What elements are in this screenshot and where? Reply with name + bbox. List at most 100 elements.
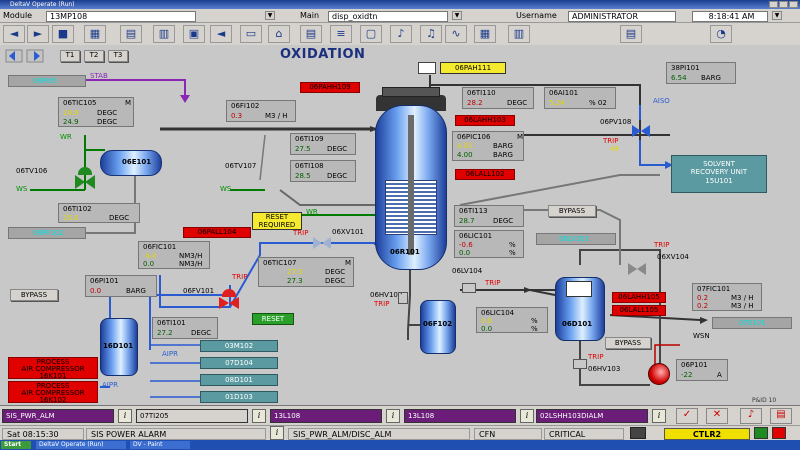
fic07-101-faceplate[interactable]: 07FIC101 0.2 M3 / H 0.2 M3 / H <box>692 283 762 311</box>
reset-button[interactable]: RESET <box>252 313 294 325</box>
pf102-box[interactable]: 06PF102 <box>8 227 86 239</box>
alarm-2[interactable]: 07TI205 <box>136 409 248 423</box>
tic105-faceplate[interactable]: 06TIC105 M 24.9 DEGC 24.9 DEGC <box>58 97 134 127</box>
lv101-box[interactable]: 06LV101 <box>536 233 616 245</box>
xv104-valve-icon[interactable] <box>628 263 637 275</box>
link-03m102[interactable]: 03M102 <box>200 340 278 352</box>
minimize-button[interactable] <box>769 1 778 8</box>
pv108-valve-icon[interactable] <box>632 125 641 137</box>
fv101-valve-icon[interactable] <box>219 297 229 309</box>
workstation-icon[interactable] <box>630 427 646 439</box>
faceplate-icon[interactable]: ▤ <box>300 25 322 43</box>
lic101-faceplate[interactable]: 06LIC101 -0.6 % 0.0 % <box>454 230 524 258</box>
ti102-faceplate[interactable]: 06TI102 25.0 DEGC <box>58 203 140 223</box>
home-icon[interactable]: ⌂ <box>268 25 290 43</box>
stop-icon[interactable]: ■ <box>52 25 74 43</box>
ti113-faceplate[interactable]: 06TI113 28.7 DEGC <box>454 205 524 227</box>
link-07d104[interactable]: 07D104 <box>200 357 278 369</box>
pic106-faceplate[interactable]: 06PIC106 M 4.01 BARG 4.00 BARG <box>452 131 524 161</box>
events-icon[interactable]: ▢ <box>360 25 382 43</box>
alarm-1-info-icon[interactable]: i <box>118 409 132 423</box>
alarm-banner-icon[interactable]: ▦ <box>84 25 106 43</box>
bypass-button-1[interactable]: BYPASS <box>548 205 596 217</box>
print-screen-icon[interactable]: ▤ <box>620 25 642 43</box>
status-info-icon[interactable]: i <box>270 426 284 440</box>
p101-faceplate[interactable]: 06P101 -22 A <box>676 359 728 381</box>
alarm-3[interactable]: 13L108 <box>270 409 382 423</box>
pahh109-alarm[interactable]: 06PAHH109 <box>300 82 360 93</box>
alarm-3-info-icon[interactable]: i <box>386 409 400 423</box>
r101-agitator-icon[interactable] <box>382 87 440 97</box>
pi05-box[interactable]: 06PI05 <box>8 75 86 87</box>
silence-horn-icon[interactable]: ✕ <box>706 408 728 424</box>
alarm-5-info-icon[interactable]: i <box>652 409 666 423</box>
horn-icon[interactable]: ♫ <box>420 25 442 43</box>
alarm-1[interactable]: SIS_PWR_ALM <box>2 409 114 423</box>
alarm-5[interactable]: 02LSHH103DIALM <box>536 409 648 423</box>
maximize-button[interactable] <box>779 1 788 8</box>
back-icon[interactable]: ◄ <box>3 25 25 43</box>
detail-icon[interactable]: ≡ <box>330 25 352 43</box>
module-list-icon[interactable]: ▤ <box>120 25 142 43</box>
d16-101-vessel[interactable] <box>100 318 138 376</box>
lahh103-alarm[interactable]: 06LAHH103 <box>455 115 515 126</box>
alarm-summary-icon[interactable]: ▤ <box>770 408 792 424</box>
display-dropdown-icon[interactable]: ▼ <box>452 11 462 20</box>
bypass-button-2[interactable]: BYPASS <box>10 289 58 301</box>
fi102-faceplate[interactable]: 06FI102 0.3 M3 / H <box>226 100 296 122</box>
forward-icon[interactable]: ► <box>27 25 49 43</box>
ai101-faceplate[interactable]: 06AI101 5.24 % 02 <box>544 87 616 109</box>
lall105-alarm[interactable]: 06LALL105 <box>612 305 666 316</box>
pi101-faceplate[interactable]: 06PI101 0.0 BARG <box>85 275 157 297</box>
link-08d101[interactable]: 08D101 <box>200 374 278 386</box>
taskbar-item-paint[interactable]: DV - Paint <box>130 441 190 449</box>
lahh105-alarm[interactable]: 06LAHH105 <box>612 292 666 303</box>
previous-display-icon[interactable]: ◄ <box>210 25 232 43</box>
e07-101-box[interactable]: 07E101 <box>712 317 792 329</box>
header-menu-icon[interactable]: ▼ <box>772 11 782 20</box>
nav-t1-button[interactable]: T1 <box>60 50 80 62</box>
nav-arrows[interactable] <box>5 49 44 63</box>
compressor-16k102[interactable]: PROCESS AIR COMPRESSOR 16K102 <box>8 381 98 404</box>
lall102-alarm[interactable]: 06LALL102 <box>455 169 515 180</box>
reset-required-indicator[interactable]: RESET REQUIRED <box>252 212 302 230</box>
alarm-4[interactable]: 13L108 <box>404 409 516 423</box>
print-icon[interactable]: ▥ <box>153 25 175 43</box>
module-dropdown-icon[interactable]: ▼ <box>265 11 275 20</box>
ti108-faceplate[interactable]: 06TI108 28.5 DEGC <box>290 160 356 182</box>
start-button[interactable]: Start <box>1 441 31 449</box>
library-icon[interactable]: ▥ <box>508 25 530 43</box>
pi38-101-faceplate[interactable]: 38PI101 6.54 BARG <box>666 62 736 84</box>
display-icon[interactable]: ▭ <box>240 25 262 43</box>
open-folder-icon[interactable]: ▣ <box>183 25 205 43</box>
alarm-list-icon[interactable]: ♪ <box>740 408 762 424</box>
p101-pump-icon[interactable] <box>648 363 670 385</box>
hv102-valve-icon[interactable] <box>398 292 408 304</box>
lic104-faceplate[interactable]: 06LIC104 0.0 % 0.0 % <box>476 307 548 333</box>
controller-status[interactable]: CTLR2 <box>664 427 750 440</box>
tv106-valve-icon[interactable] <box>75 175 85 189</box>
link-01d103[interactable]: 01D103 <box>200 391 278 403</box>
alarm-4-info-icon[interactable]: i <box>520 409 534 423</box>
diagnostics-icon[interactable]: ▦ <box>474 25 496 43</box>
fic101-faceplate[interactable]: 06FIC101 -4.0 NM3/H 0.0 NM3/H <box>138 241 210 269</box>
clock-icon[interactable]: ◔ <box>710 25 732 43</box>
xv101-valve-icon[interactable] <box>313 237 322 249</box>
compressor-16k101[interactable]: PROCESS AIR COMPRESSOR 16K101 <box>8 357 98 380</box>
module-field[interactable]: 13MP108 <box>46 10 196 22</box>
lv104-valve-icon[interactable] <box>462 283 476 293</box>
display-field[interactable]: disp_oxidtn <box>328 10 448 22</box>
close-button[interactable] <box>789 1 798 8</box>
pah111-alarm[interactable]: 06PAH111 <box>440 62 506 74</box>
nav-t2-button[interactable]: T2 <box>84 50 104 62</box>
ti110-faceplate[interactable]: 06TI110 28.2 DEGC <box>462 87 534 109</box>
trend-icon[interactable]: ∿ <box>445 25 467 43</box>
alarm-2-info-icon[interactable]: i <box>252 409 266 423</box>
nav-t3-button[interactable]: T3 <box>108 50 128 62</box>
solvent-recovery-link[interactable]: SOLVENT RECOVERY UNIT 15U101 <box>671 155 767 193</box>
tic107-faceplate[interactable]: 06TIC107 M 27.3 DEGC 27.3 DEGC <box>258 257 354 287</box>
e101-exchanger[interactable] <box>100 150 162 176</box>
ti109-faceplate[interactable]: 06TI109 27.5 DEGC <box>290 133 356 155</box>
alarm-bell-icon[interactable]: ♪ <box>390 25 412 43</box>
pall104-alarm[interactable]: 06PALL104 <box>183 227 251 238</box>
